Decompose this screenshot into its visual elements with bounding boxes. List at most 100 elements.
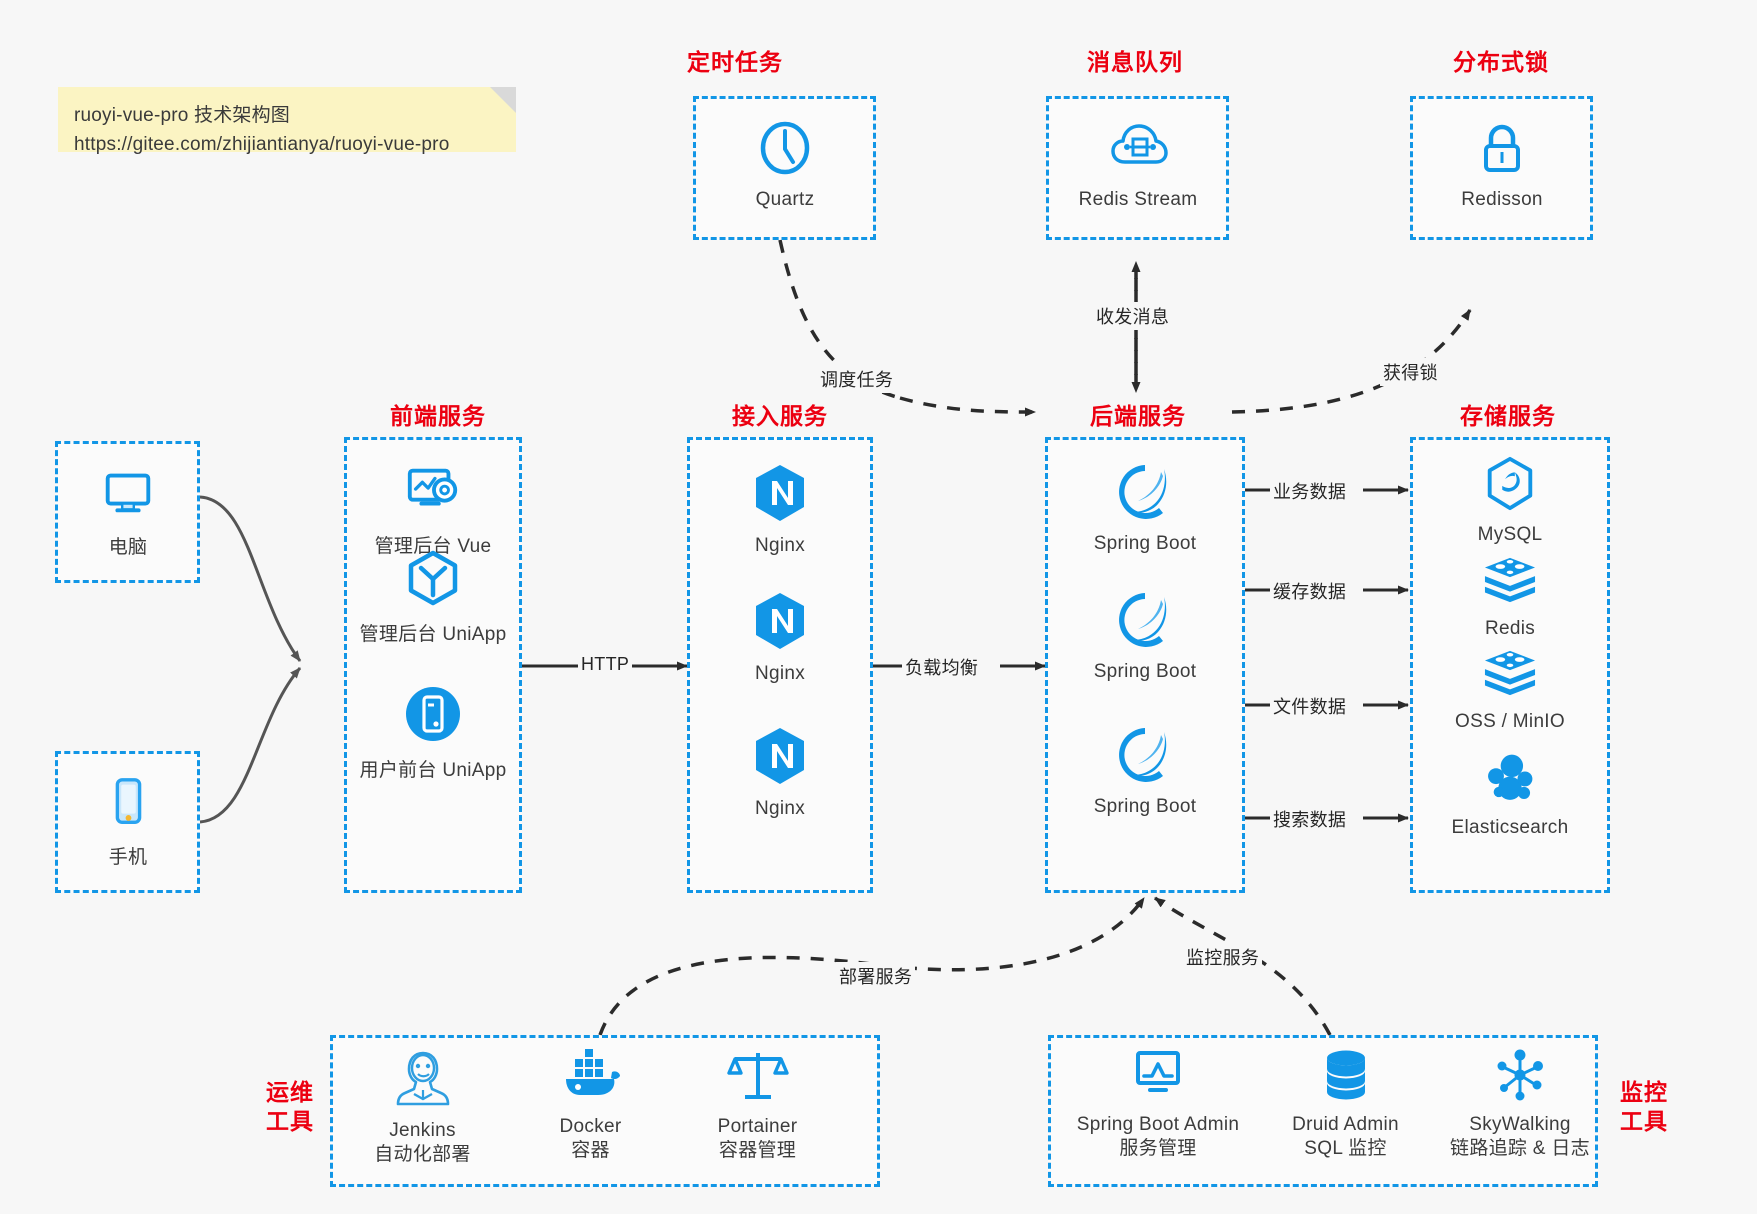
database-icon	[1317, 1047, 1375, 1108]
node-quartz[interactable]: Quartz	[723, 118, 847, 211]
note-line-2: https://gitee.com/zhijiantianya/ruoyi-vu…	[74, 134, 450, 156]
mobile-circle-icon	[403, 684, 463, 749]
node-label: 手机	[108, 847, 148, 868]
node-label: Spring Boot Admin	[1076, 1114, 1240, 1135]
edge-label-load-balance: 负载均衡	[902, 653, 982, 681]
edge-label-send-receive: 收发消息	[1093, 302, 1173, 330]
node-druid-admin[interactable]: Druid Admin SQL 监控	[1258, 1047, 1433, 1162]
node-admin-uniapp[interactable]: 管理后台 UniApp	[345, 548, 521, 646]
edge-label-deploy-service: 部署服务	[836, 962, 916, 990]
node-label: Redis Stream	[1078, 189, 1198, 210]
node-spring-boot-3[interactable]: Spring Boot	[1045, 725, 1245, 818]
nginx-icon	[750, 725, 810, 792]
node-label: Nginx	[754, 663, 806, 684]
scales-icon	[726, 1047, 789, 1110]
node-sublabel: 链路追踪 & 日志	[1450, 1138, 1590, 1159]
group-caption-devops: 运维 工具	[258, 1078, 322, 1136]
node-label: Quartz	[755, 189, 815, 210]
edge-label-http: HTTP	[578, 653, 633, 676]
edge-label-schedule-task: 调度任务	[817, 365, 897, 393]
group-caption-mq: 消息队列	[1087, 49, 1183, 75]
node-label: Nginx	[754, 535, 806, 556]
group-box-devops	[330, 1035, 880, 1187]
node-desktop[interactable]: 电脑	[73, 463, 183, 559]
dashboard-gear-icon	[402, 462, 464, 525]
group-caption-gateway: 接入服务	[732, 403, 828, 429]
edge-label-search-data: 搜索数据	[1270, 805, 1350, 833]
node-elasticsearch[interactable]: Elasticsearch	[1410, 750, 1610, 839]
node-admin-vue[interactable]: 管理后台 Vue	[345, 462, 521, 558]
node-label: Spring Boot	[1093, 796, 1197, 817]
nginx-icon	[750, 590, 810, 657]
group-caption-lock: 分布式锁	[1453, 49, 1549, 75]
node-oss-minio[interactable]: OSS / MinIO	[1410, 648, 1610, 733]
group-box-scheduler	[693, 96, 876, 240]
redis-stack-icon	[1481, 648, 1539, 705]
jenkins-butler-icon	[392, 1047, 454, 1114]
group-caption-devops-line2: 工具	[266, 1107, 314, 1134]
node-label: 用户前台 UniApp	[359, 760, 507, 781]
node-sublabel: 服务管理	[1119, 1138, 1197, 1159]
node-label: Spring Boot	[1093, 533, 1197, 554]
node-label: Druid Admin	[1292, 1114, 1399, 1135]
hexagon-cube-icon	[402, 548, 464, 613]
sticky-note: ruoyi-vue-pro 技术架构图 https://gitee.com/zh…	[58, 87, 516, 155]
note-fold-corner	[490, 87, 516, 113]
group-caption-monitor: 监控 工具	[1612, 1078, 1676, 1136]
mysql-dolphin-icon	[1481, 455, 1539, 518]
node-label: 电脑	[108, 537, 148, 558]
node-label: Elasticsearch	[1451, 817, 1569, 838]
nginx-icon	[750, 462, 810, 529]
node-nginx-3[interactable]: Nginx	[687, 725, 873, 820]
node-label: OSS / MinIO	[1455, 711, 1565, 732]
node-label: Redis	[1484, 618, 1536, 639]
node-phone[interactable]: 手机	[73, 773, 183, 869]
node-label: Docker	[559, 1116, 622, 1137]
node-nginx-2[interactable]: Nginx	[687, 590, 873, 685]
edge-label-file-data: 文件数据	[1270, 692, 1350, 720]
node-mysql[interactable]: MySQL	[1410, 455, 1610, 546]
clock-icon	[755, 118, 815, 183]
group-caption-backend: 后端服务	[1090, 403, 1186, 429]
lock-icon	[1472, 118, 1532, 183]
node-spring-boot-admin[interactable]: Spring Boot Admin 服务管理	[1058, 1047, 1258, 1162]
phone-icon	[99, 773, 157, 836]
node-label: 管理后台 UniApp	[359, 624, 507, 645]
node-skywalking[interactable]: SkyWalking 链路追踪 & 日志	[1430, 1047, 1610, 1162]
cloud-stream-icon	[1108, 118, 1168, 183]
spring-leaf-icon	[1115, 462, 1175, 527]
edge-label-business-data: 业务数据	[1270, 477, 1350, 505]
node-spring-boot-1[interactable]: Spring Boot	[1045, 462, 1245, 555]
node-redis-stream[interactable]: Redis Stream	[1076, 118, 1200, 211]
docker-whale-icon	[558, 1047, 624, 1110]
edge-label-acquire-lock: 获得锁	[1380, 358, 1441, 386]
node-sublabel: 容器管理	[718, 1140, 797, 1161]
node-label: 管理后台 Vue	[374, 536, 492, 557]
edge-label-cache-data: 缓存数据	[1270, 577, 1350, 605]
group-caption-storage: 存储服务	[1460, 403, 1556, 429]
node-label: Spring Boot	[1093, 661, 1197, 682]
monitor-chart-icon	[1128, 1047, 1188, 1108]
note-line-1: ruoyi-vue-pro 技术架构图	[74, 105, 291, 126]
node-label: Nginx	[754, 798, 806, 819]
node-label: MySQL	[1477, 524, 1543, 545]
node-jenkins[interactable]: Jenkins 自动化部署	[340, 1047, 505, 1168]
group-box-mq	[1046, 96, 1229, 240]
redis-stack-icon	[1481, 555, 1539, 612]
node-sublabel: 容器	[571, 1140, 610, 1161]
node-redis[interactable]: Redis	[1410, 555, 1610, 640]
node-portainer[interactable]: Portainer 容器管理	[675, 1047, 840, 1164]
node-docker[interactable]: Docker 容器	[508, 1047, 673, 1164]
node-nginx-1[interactable]: Nginx	[687, 462, 873, 557]
node-user-uniapp[interactable]: 用户前台 UniApp	[345, 684, 521, 782]
node-label: Portainer	[717, 1116, 798, 1137]
node-sublabel: SQL 监控	[1304, 1138, 1387, 1159]
group-caption-monitor-line2: 工具	[1620, 1107, 1668, 1134]
desktop-icon	[99, 463, 157, 526]
group-box-frontend	[344, 437, 522, 893]
spring-leaf-icon	[1115, 590, 1175, 655]
node-redisson[interactable]: Redisson	[1440, 118, 1564, 211]
edge-label-monitor-service: 监控服务	[1183, 943, 1263, 971]
node-spring-boot-2[interactable]: Spring Boot	[1045, 590, 1245, 683]
